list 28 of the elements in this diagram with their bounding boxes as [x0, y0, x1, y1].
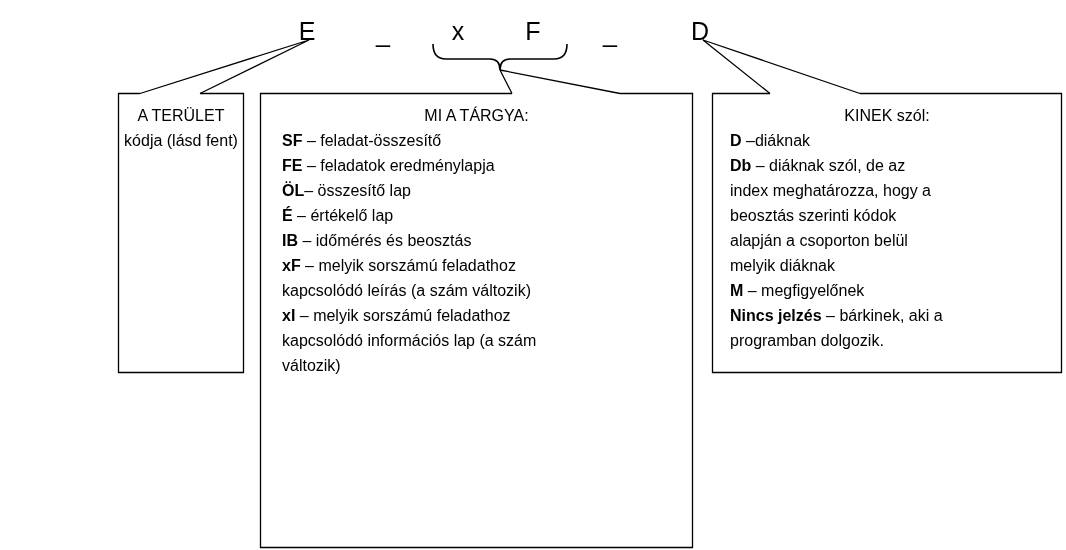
callout-pointer — [499, 69, 621, 95]
box-heading: MI A TÁRGYA: — [423, 105, 530, 126]
callout-box — [260, 93, 693, 548]
code-letter: E — [287, 14, 327, 48]
box-heading: A TERÜLET — [136, 106, 226, 126]
code-definition: Db – diáknak szól, de az index meghatározza, hogy a beosztás szerinti kódok alapján a csoporton belül melyik diáknak — [730, 156, 932, 276]
box-text: kódja (lásd fent) — [123, 131, 239, 151]
callout-pointer — [702, 39, 861, 95]
code-definition: ÖL– összesítő lap — [282, 180, 412, 201]
callout-box — [712, 93, 1062, 373]
code-definition: xI – melyik sorszámú feladathoz kapcsolódó információs lap (a szám változik) — [282, 306, 538, 376]
code-definition: FE – feladatok eredménylapja — [282, 156, 496, 176]
callout-pointer — [139, 39, 310, 95]
code-definition: M – megfigyelőnek — [730, 281, 866, 301]
code-letter: F — [513, 14, 553, 48]
callout-box — [118, 93, 244, 373]
code-definition: IB – időmérés és beosztás — [282, 231, 473, 251]
curly-brace — [432, 44, 568, 72]
code-definition: É – értékelő lap — [282, 205, 395, 226]
separator-underscore: _ — [374, 18, 392, 49]
code-definition: SF – feladat-összesítő — [282, 131, 443, 151]
code-definition: D –diáknak — [730, 131, 812, 151]
separator-underscore: _ — [601, 18, 619, 49]
box-heading: KINEK szól: — [843, 106, 931, 126]
code-definition: Nincs jelzés – bárkinek, aki a programban dolgozik. — [730, 306, 944, 351]
code-definition: xF – melyik sorszámú feladathoz kapcsolódó leírás (a szám változik) — [282, 256, 532, 301]
code-letter: D — [680, 14, 720, 48]
code-letter: x — [438, 14, 478, 48]
